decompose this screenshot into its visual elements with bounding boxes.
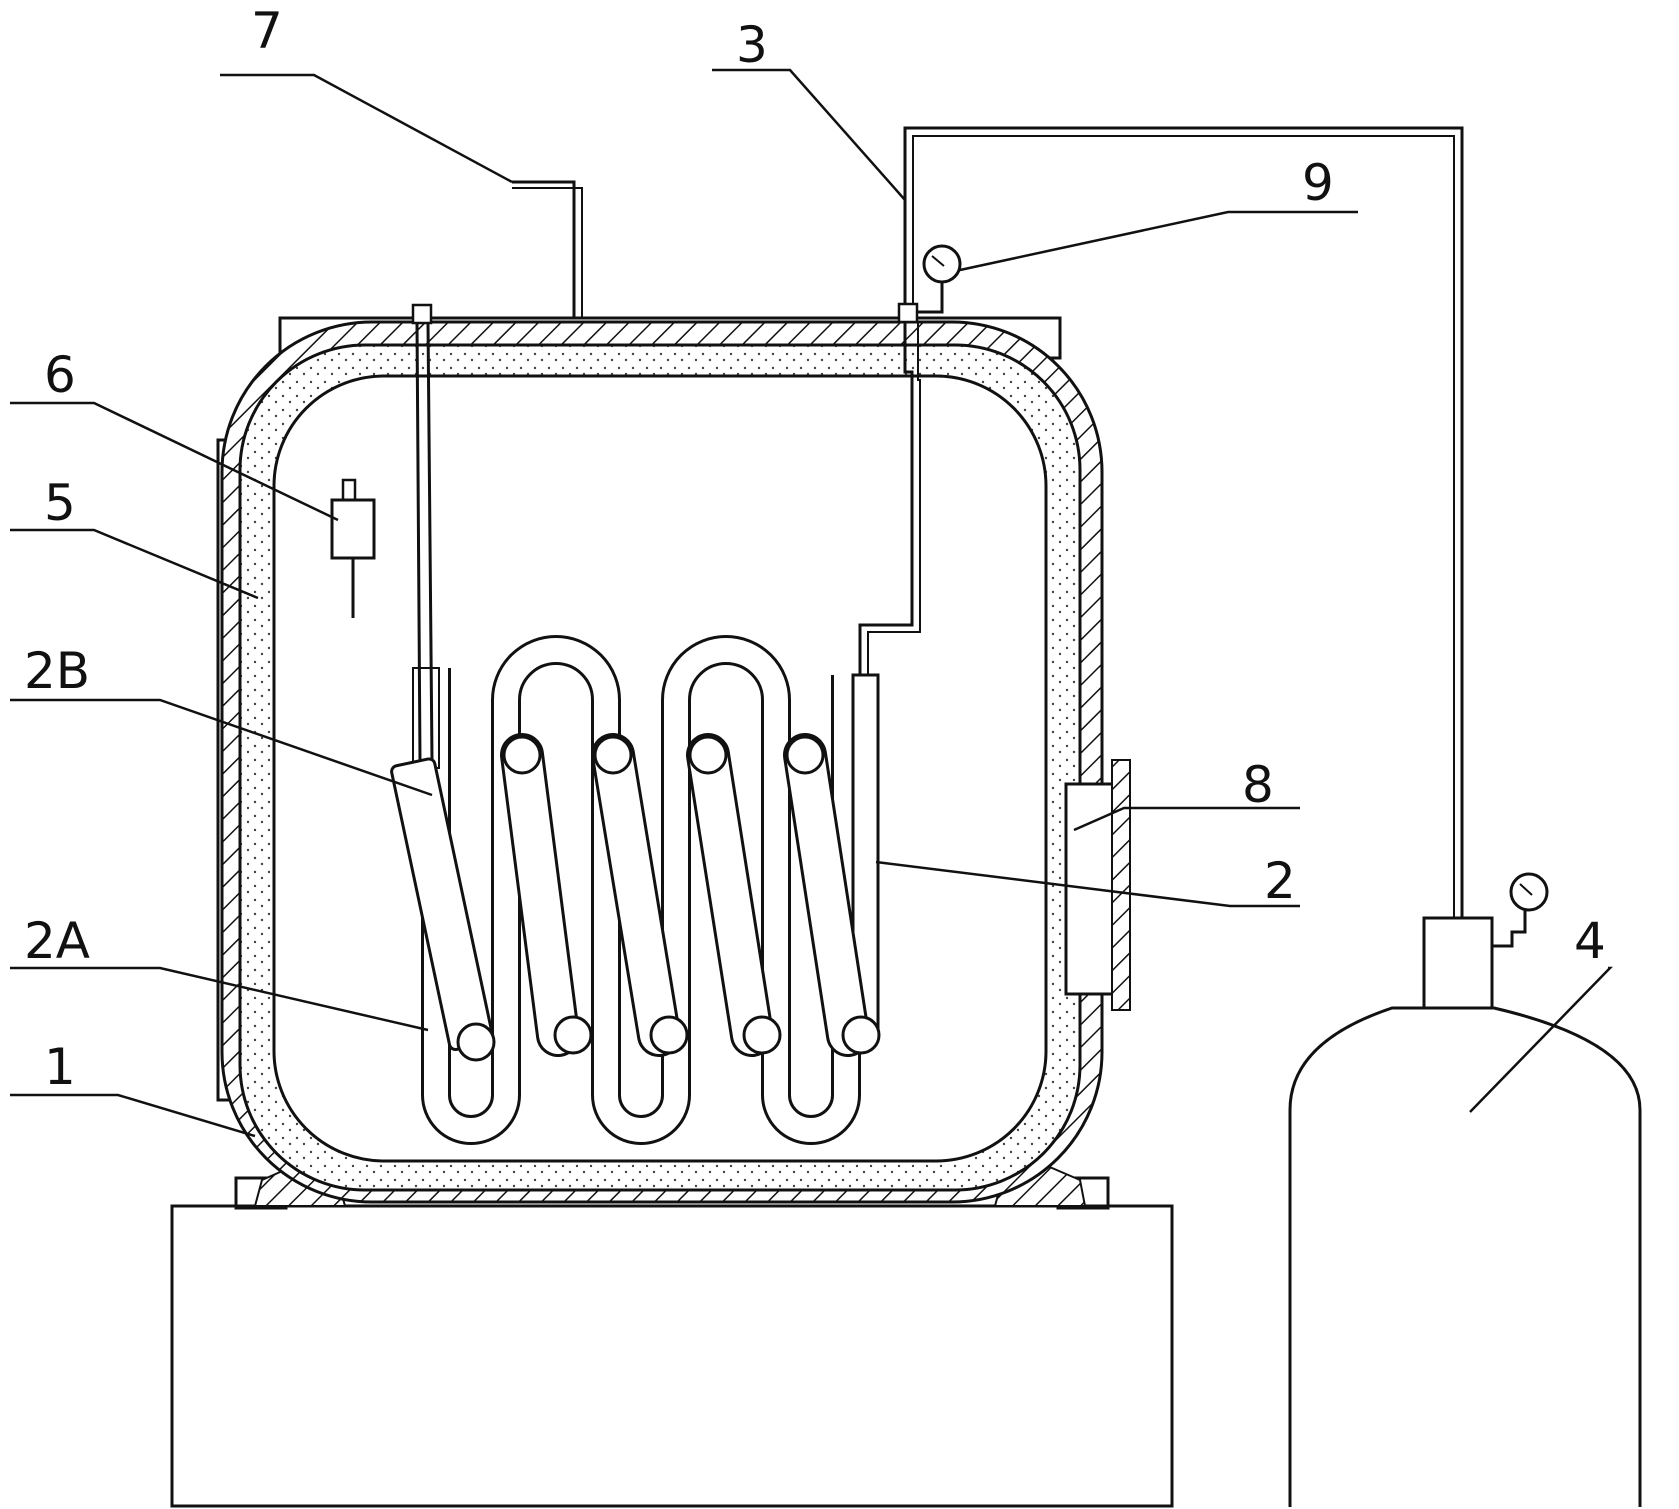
label-2: 2	[1264, 852, 1296, 910]
label-5: 5	[44, 474, 76, 532]
label-2a: 2A	[24, 912, 90, 970]
label-3: 3	[736, 16, 768, 74]
outlet-pipe	[512, 182, 582, 318]
label-4: 4	[1574, 912, 1606, 970]
label-2b: 2B	[24, 642, 90, 700]
label-6: 6	[44, 346, 76, 404]
label-7: 7	[251, 2, 283, 60]
label-9: 9	[1302, 154, 1334, 212]
label-8: 8	[1242, 756, 1274, 814]
label-1: 1	[44, 1038, 76, 1096]
side-window	[1066, 760, 1130, 1010]
pressure-gauge-icon	[917, 246, 960, 312]
vessel-body	[218, 318, 1102, 1202]
